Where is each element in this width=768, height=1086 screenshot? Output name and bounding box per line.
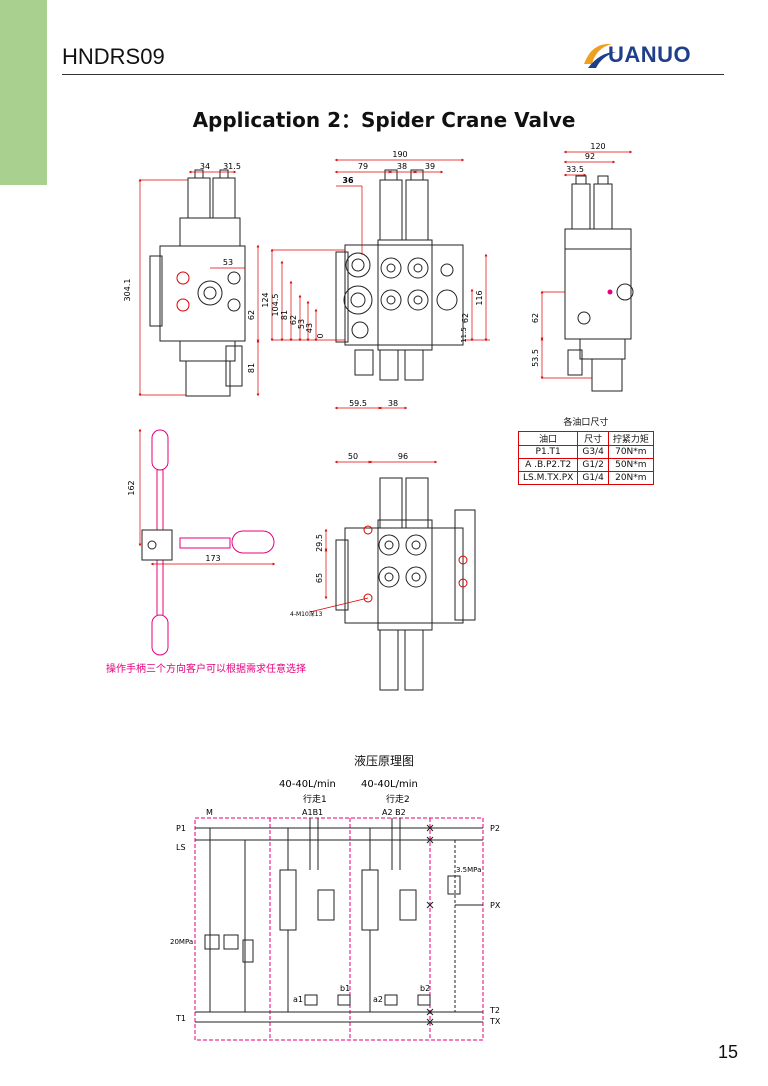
dim-34: 34 (200, 162, 210, 171)
side-view-right (564, 175, 634, 392)
table-row: P1.T1 G3/4 70N*m (517, 445, 654, 459)
front-dimensions (270, 158, 490, 410)
bottom-dimensions (309, 460, 438, 613)
dim-62: 62 (247, 310, 256, 320)
hydraulic-schematic (194, 817, 484, 1041)
port-m: M (206, 808, 213, 817)
logo-swoosh-icon (584, 43, 616, 68)
col-size: 尺寸 (577, 431, 609, 446)
section-2-label: 行走2 (386, 793, 410, 805)
pilot-b2: b2 (420, 984, 430, 993)
brand-logo: UANUO (582, 38, 722, 72)
dim-173: 173 (205, 554, 220, 563)
logo-text: UANUO (608, 42, 692, 67)
bottom-view (335, 477, 476, 691)
front-view (335, 169, 464, 381)
lever-handle (151, 429, 275, 656)
page-title: Application 2：Spider Crane Valve (192, 108, 576, 132)
header-divider (62, 74, 724, 75)
dim-65: 65 (315, 573, 324, 583)
dim-53: 53 (223, 258, 233, 267)
dim-81: 81 (247, 363, 256, 373)
side-left-dimensions (138, 170, 260, 397)
pilot-b1: b1 (340, 984, 350, 993)
pilot-a2: a2 (373, 995, 383, 1004)
port-tx: TX (489, 1017, 501, 1026)
dim-116: 116 (475, 290, 484, 305)
cell-torque: 20N*m (607, 471, 654, 485)
dim-0: 0 (316, 333, 325, 338)
cell-size: G3/4 (577, 445, 609, 459)
dim-190: 190 (392, 150, 407, 159)
dim-38: 38 (397, 162, 407, 171)
lever-pivot (141, 529, 173, 561)
side-right-dimensions (540, 150, 633, 380)
cell-size: G1/2 (577, 458, 609, 472)
dim-162: 162 (127, 480, 136, 495)
dim-304: 304.1 (123, 279, 132, 302)
relief-3-5mpa: 3.5MPa (456, 866, 481, 874)
relief-20mpa: 20MPa (170, 938, 193, 946)
port-ls: LS (176, 843, 186, 852)
lever-dimensions (138, 428, 276, 566)
cell-port: LS.M.TX.PX (517, 471, 579, 485)
port-t2: T2 (489, 1006, 500, 1015)
dim-92: 92 (585, 152, 595, 161)
dim-120: 120 (590, 142, 605, 151)
port-px: PX (490, 901, 501, 910)
pilot-a1: a1 (293, 995, 303, 1004)
page-number: 15 (717, 1042, 738, 1062)
table-row: LS.M.TX.PX G1/4 20N*m (517, 471, 654, 485)
schematic-title: 液压原理图 (353, 754, 414, 768)
table-row: A .B.P2.T2 G1/2 50N*m (517, 458, 654, 472)
cell-torque: 50N*m (607, 458, 654, 472)
col-torque: 拧紧力矩 (607, 431, 654, 446)
dim-59-5: 59.5 (349, 399, 367, 408)
dim-124: 124 (261, 292, 270, 307)
dim-31-5: 31.5 (223, 162, 241, 171)
flow-label-1: 40-40L/min (279, 779, 336, 790)
ports-a1b1: A1B1 (302, 808, 323, 817)
ports-a2b2: A2 B2 (382, 808, 406, 817)
cell-torque: 70N*m (607, 445, 654, 459)
schematic-cross-marks (426, 824, 434, 1026)
port-p1: P1 (176, 824, 186, 833)
dim-39: 39 (425, 162, 435, 171)
dim-43f: 43 (305, 323, 314, 333)
cell-port: P1.T1 (517, 445, 579, 459)
bolt-spec: 4-M10深13 (290, 610, 323, 618)
handle-direction-note: 操作手柄三个方向客户可以根据需求任意选择 (106, 664, 306, 675)
dim-96: 96 (398, 452, 408, 461)
cell-size: G1/4 (577, 471, 609, 485)
dim-29-5: 29.5 (315, 534, 324, 552)
model-title: HNDRS09 (62, 44, 165, 69)
table-caption: 各油口尺寸 (563, 418, 609, 428)
port-t1: T1 (175, 1014, 186, 1023)
dim-62r: 62 (461, 313, 470, 323)
dim-53-5: 53.5 (531, 349, 540, 367)
table-header-row: 油口 尺寸 拧紧力矩 (517, 431, 654, 446)
col-port: 油口 (517, 431, 579, 446)
dim-50: 50 (348, 452, 358, 461)
dim-81f: 81 (280, 310, 289, 320)
dim-36: 36 (342, 176, 354, 185)
port-size-table: 各油口尺寸 油口 尺寸 拧紧力矩 P1.T1 G3/4 70N*m A .B.P… (517, 415, 654, 485)
flow-label-2: 40-40L/min (361, 779, 418, 790)
dim-11-5: 11.5 (460, 327, 468, 343)
dim-38b: 38 (388, 399, 398, 408)
dim-62sr: 62 (531, 313, 540, 323)
dim-104: 104.5 (271, 294, 280, 317)
cell-port: A .B.P2.T2 (517, 458, 579, 472)
section-tab (0, 0, 47, 185)
port-p2: P2 (490, 824, 500, 833)
dim-53f: 53 (297, 319, 306, 329)
dim-62f: 62 (289, 315, 298, 325)
port-table: 油口 尺寸 拧紧力矩 P1.T1 G3/4 70N*m A .B.P2.T2 G… (517, 431, 654, 485)
side-view-left (149, 169, 246, 397)
dim-79: 79 (358, 162, 368, 171)
section-1-label: 行走1 (303, 793, 327, 805)
dim-33-5: 33.5 (566, 165, 584, 174)
